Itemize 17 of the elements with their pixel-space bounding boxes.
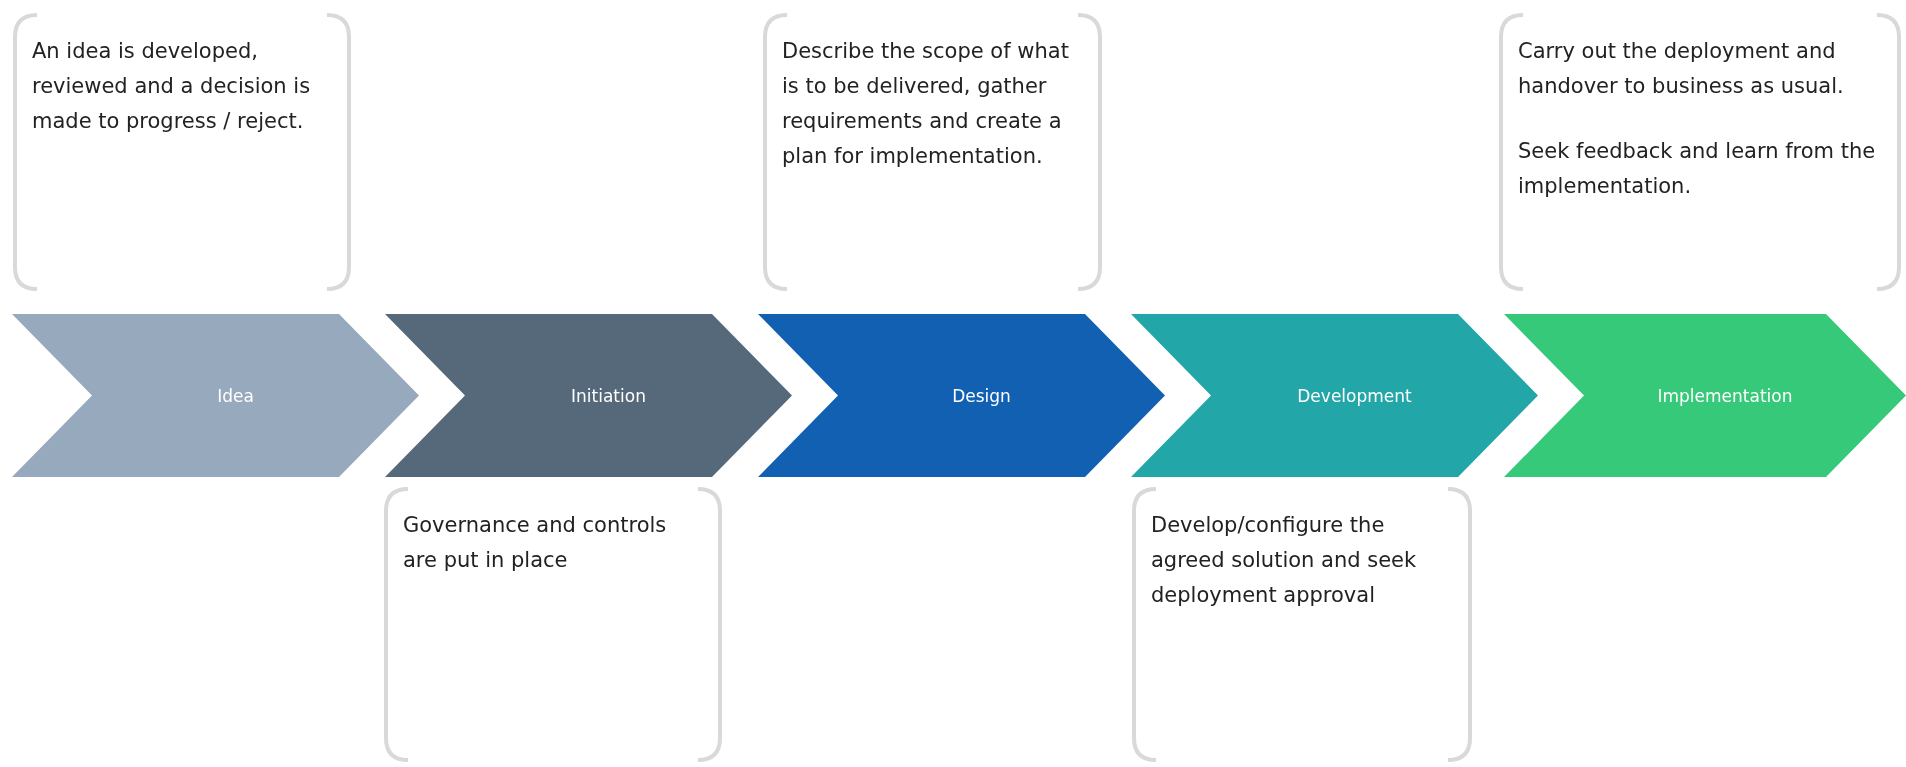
bracket-callout <box>12 12 352 292</box>
step-label: Design <box>951 385 1011 406</box>
description-text: Develop/configure the agreed solution and seek deployment approval <box>1151 512 1418 609</box>
bracket-callout <box>1131 486 1473 763</box>
step-label: Development <box>1296 385 1412 406</box>
bracket-callout <box>762 12 1103 292</box>
process-step <box>1504 314 1906 477</box>
bracket-callout <box>1498 12 1902 292</box>
description-text: Describe the scope of what is to be delivered, gather requirements and create a plan for implementation. <box>782 38 1070 170</box>
description-text: Governance and controls are put in place <box>403 512 668 574</box>
description-text: Carry out the deployment and handover to business as usual. <box>1518 38 1845 100</box>
description-text: An idea is developed, reviewed and a decision is made to progress / reject. <box>32 38 312 135</box>
step-label: Initiation <box>570 385 646 406</box>
bracket-callout <box>383 486 723 763</box>
step-label: Implementation <box>1656 385 1793 406</box>
step-label: Idea <box>216 385 254 406</box>
description-text: Seek feedback and learn from the implementation. <box>1518 138 1877 200</box>
